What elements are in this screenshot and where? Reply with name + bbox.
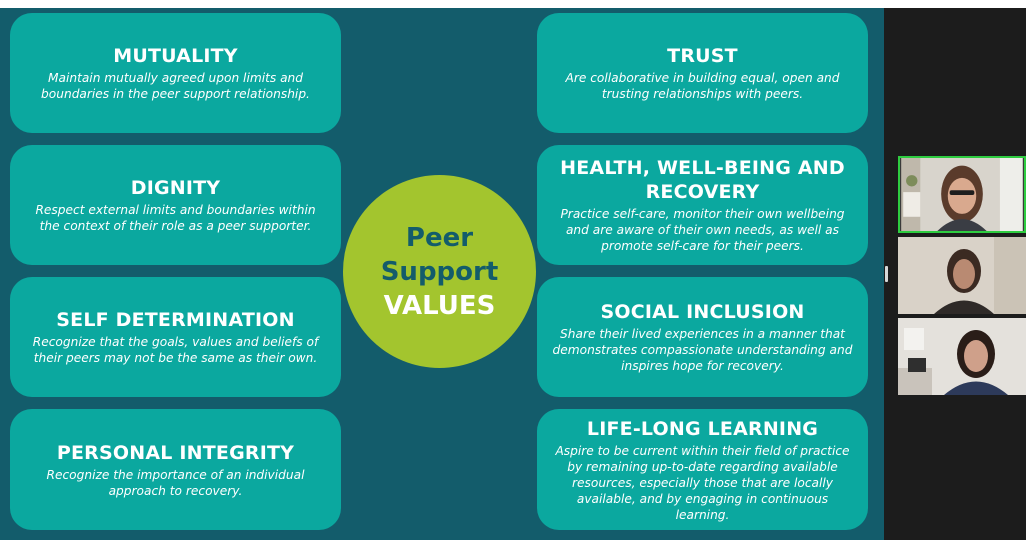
value-card-life-long-learning: LIFE-LONG LEARNING Aspire to be current …	[537, 409, 868, 530]
value-card-mutuality: MUTUALITY Maintain mutually agreed upon …	[10, 13, 341, 133]
participant-tile[interactable]	[898, 318, 1026, 395]
shared-slide: MUTUALITY Maintain mutually agreed upon …	[0, 8, 884, 540]
card-body: Share their lived experiences in a manne…	[552, 327, 853, 373]
card-body: Aspire to be current within their field …	[555, 443, 850, 522]
center-title-line1: Peer	[405, 222, 474, 253]
card-body: Recognize the importance of an individua…	[46, 467, 305, 498]
value-card-trust: TRUST Are collaborative in building equa…	[537, 13, 868, 133]
value-card-social-inclusion: SOCIAL INCLUSION Share their lived exper…	[537, 277, 868, 397]
card-body: Practice self-care, monitor their own we…	[560, 207, 845, 253]
panel-resize-handle[interactable]	[885, 266, 888, 282]
card-title: MUTUALITY	[113, 45, 238, 67]
center-title-circle: Peer Support VALUES	[343, 175, 536, 368]
card-body: Respect external limits and boundaries w…	[35, 203, 316, 233]
value-card-personal-integrity: PERSONAL INTEGRITY Recognize the importa…	[10, 409, 341, 530]
participant-tile[interactable]	[898, 237, 1026, 314]
card-title: HEALTH, WELL-BEING AND RECOVERY	[560, 157, 845, 203]
participant-video-icon	[898, 237, 1026, 314]
card-body: Are collaborative in building equal, ope…	[565, 71, 840, 101]
card-title: TRUST	[667, 45, 738, 67]
card-title: PERSONAL INTEGRITY	[56, 441, 295, 464]
card-body: Maintain mutually agreed upon limits and…	[41, 71, 310, 101]
value-card-dignity: DIGNITY Respect external limits and boun…	[10, 145, 341, 265]
card-title: DIGNITY	[130, 177, 221, 199]
center-title-line2: Support	[380, 256, 499, 287]
participant-video-icon	[898, 318, 1026, 395]
card-body: Recognize that the goals, values and bel…	[32, 335, 319, 365]
card-title: SOCIAL INCLUSION	[600, 301, 805, 323]
value-card-self-determination: SELF DETERMINATION Recognize that the go…	[10, 277, 341, 397]
participant-tile[interactable]	[898, 156, 1026, 233]
card-title: SELF DETERMINATION	[56, 309, 295, 331]
center-title-line3: VALUES	[383, 290, 496, 321]
card-title: LIFE-LONG LEARNING	[586, 417, 819, 440]
participant-video-icon	[901, 158, 1023, 231]
value-card-health: HEALTH, WELL-BEING AND RECOVERY Practice…	[537, 145, 868, 265]
